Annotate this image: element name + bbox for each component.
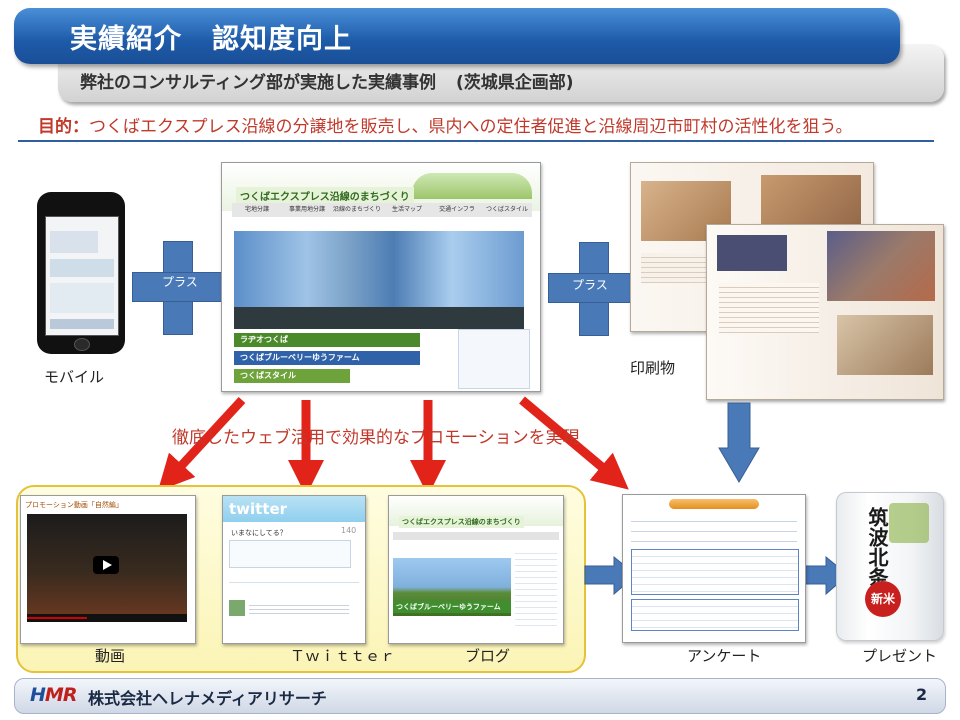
blue-down-arrow [718,402,760,483]
caption-blog: ブログ [465,647,511,665]
site-nav-item: 宅地分譲 [244,206,269,213]
hero-ground [234,307,524,329]
twitter-count: 140 [341,526,357,535]
video-frame [27,514,187,622]
site-nav-item: 事業用地分譲 [288,206,325,213]
plus-horizontal [132,272,224,302]
survey-form-table [631,599,799,631]
video-progress-bar [27,614,187,622]
survey-screenshot [622,494,806,643]
title-bar [14,8,900,64]
purpose-label: 目的： [38,117,89,137]
survey-row [631,535,797,542]
site-nav-item: 沿線のまちづくり [332,206,381,213]
print-photo [827,231,935,301]
subtitle: 弊社のコンサルティング部が実施した実績事例(茨城県企画部) [80,73,574,93]
progress-fill [27,617,87,619]
blog-nav [393,532,559,540]
twitter-screenshot: twitter いまなにしてる？ 140 [222,495,366,644]
plus-horizontal [548,273,640,303]
play-icon [93,556,119,574]
website-screenshot: つくばエクスプレス沿線のまちづくり 宅地分譲 事業用地分譲 沿線のまちづくり 生… [221,162,541,392]
caption-twitter: Ｔｗｉｔｔｅｒ [290,647,396,665]
blog-site-title: つくばエクスプレス沿線のまちづくり [399,516,524,528]
arrow-to-video [157,396,246,492]
tweet-text [249,602,349,614]
phone-button [50,319,114,329]
plus-right-label: プラス [572,278,608,292]
site-banner-blueberry: つくばブルーベリーゆうファーム [234,351,420,365]
avatar [229,600,245,616]
blog-screenshot: つくばエクスプレス沿線のまちづくり つくばブルーベリーゆうファーム [388,495,564,644]
survey-form-table [631,549,799,595]
company-logo: HMR [30,684,77,706]
video-title: プロモーション動画「自然編」 [25,501,123,509]
plus-right-icon: プラス [548,242,640,336]
blog-sidebar [515,548,557,628]
caption-present: プレゼント [862,647,938,665]
rice-leaf-graphic [889,503,929,543]
survey-row [631,515,797,522]
site-banner-style: つくばスタイル [234,369,350,383]
video-screenshot: プロモーション動画「自然編」 [20,495,196,644]
mobile-phone-image [37,192,125,354]
site-banner-radio: ラヂオつくば [234,333,420,347]
phone-icons-row [50,259,114,277]
purpose-statement: 目的：つくばエクスプレス沿線の分譲地を販売し、県内への定住者促進と沿線周辺市町村… [38,112,852,137]
site-nav-item: 生活マップ [391,206,422,213]
site-title: つくばエクスプレス沿線のまちづくり [236,187,414,204]
rice-bag-image: 筑波北条米 新米 [836,492,944,641]
print-material-front [706,224,944,400]
site-nav: 宅地分譲 事業用地分譲 沿線のまちづくり 生活マップ 交通インフラ つくばスタイ… [232,203,532,217]
caption-video: 動画 [95,647,126,665]
phone-list [50,283,114,313]
blog-photo-caption: つくばブルーベリーゆうファーム [393,601,511,613]
page-title: 実績紹介認知度向上 [70,24,352,55]
survey-header [669,499,759,509]
twitter-divider [229,582,359,583]
plus-left-icon: プラス [132,241,224,335]
home-button-icon [74,338,90,351]
arrow-to-survey [519,396,629,490]
caption-print: 印刷物 [630,359,676,377]
twitter-logo: twitter [229,500,288,518]
phone-logo-block [50,231,98,253]
caption-mobile: モバイル [44,368,105,386]
purpose-text: つくばエクスプレス沿線の分譲地を販売し、県内への定住者促進と沿線周辺市町村の活性… [89,117,853,137]
plus-left-label: プラス [162,275,198,289]
page-number: 2 [916,685,928,704]
footer-bar [14,678,946,714]
site-nav-item: つくばスタイル [485,206,528,213]
survey-row [631,525,797,532]
print-header-block [717,235,787,271]
company-name: 株式会社ヘレナメディアリサーチ [88,689,327,708]
twitter-prompt: いまなにしてる？ [231,529,287,537]
site-hero-image [234,231,524,329]
twitter-input-box [229,540,351,568]
site-nav-item: 交通インフラ [439,206,475,213]
promotion-text: 徹底したウェブ活用で効果的なプロモーションを実現 [172,428,580,448]
twitter-header: twitter [223,496,365,522]
rice-badge: 新米 [865,581,901,617]
divider [18,140,934,142]
print-text-block [719,283,819,333]
phone-screen [45,216,119,336]
print-photo [837,315,933,375]
caption-survey: アンケート [687,647,762,665]
site-hill-illustration [412,173,532,199]
site-news-box [458,329,530,389]
